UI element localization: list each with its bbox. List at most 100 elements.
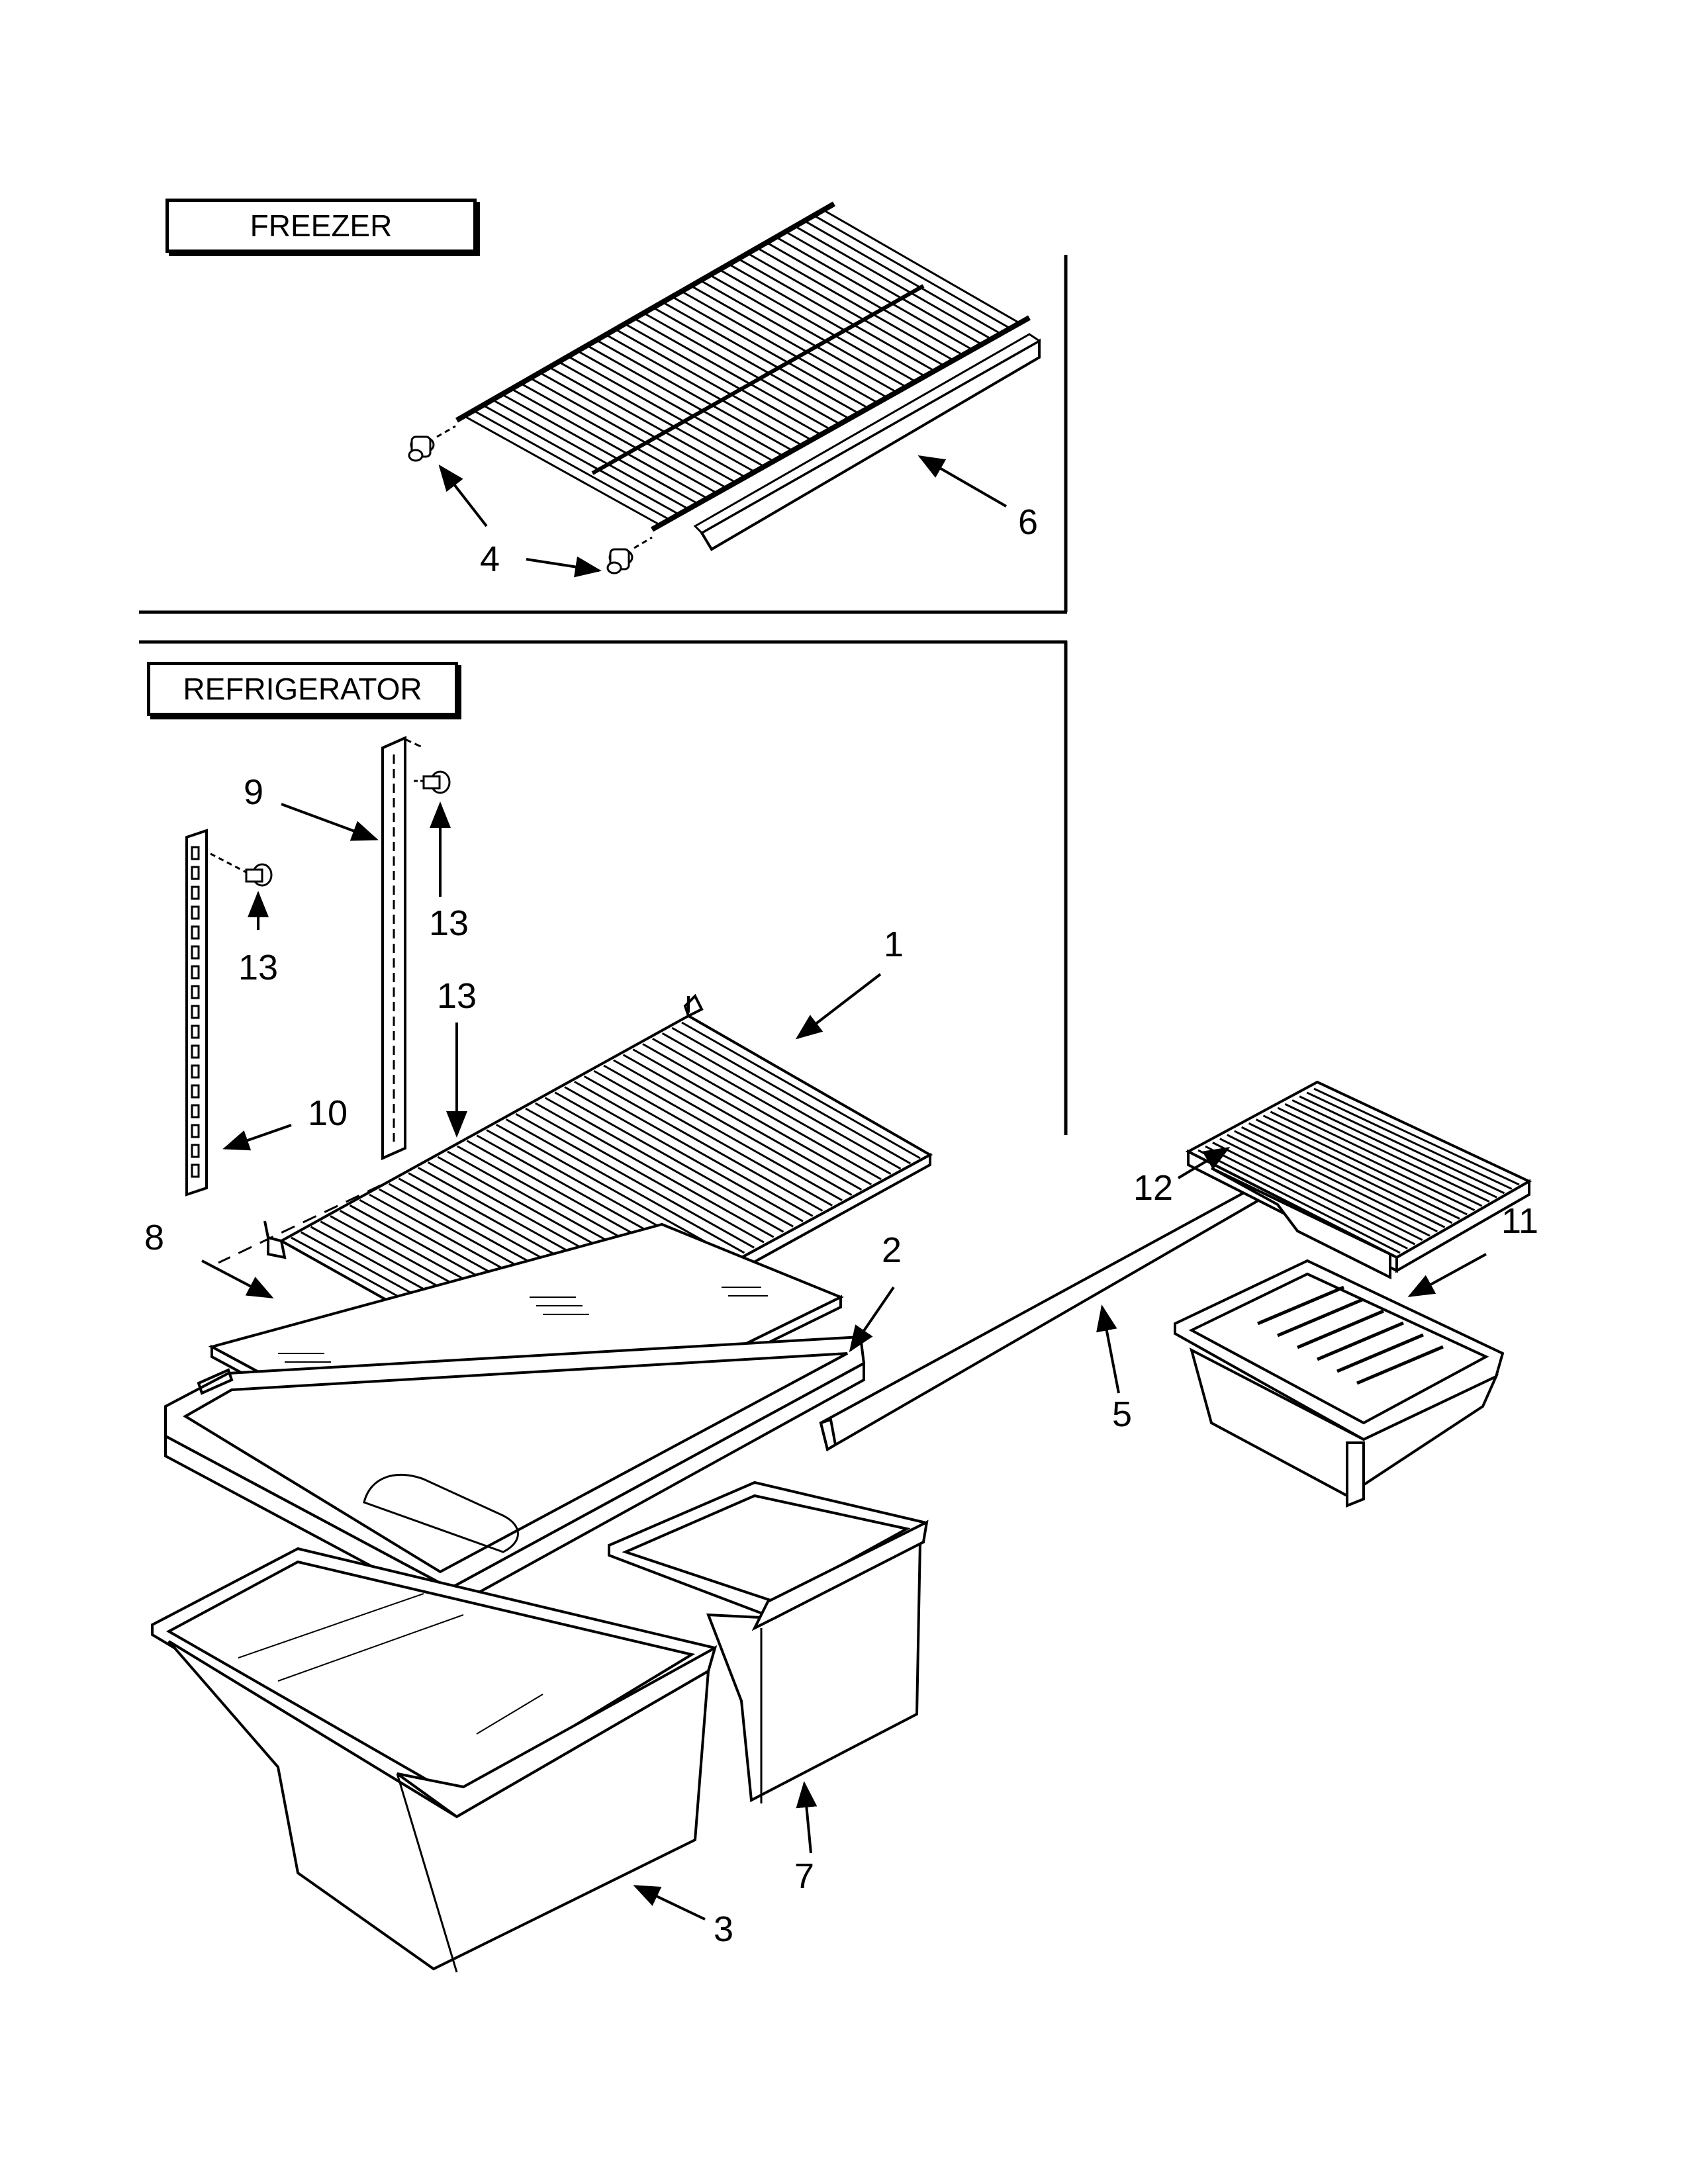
ladder-slot <box>191 965 200 979</box>
wire <box>1227 1134 1430 1237</box>
wire <box>681 1021 921 1160</box>
wire <box>1306 1091 1513 1190</box>
wire <box>1313 1087 1520 1186</box>
ladder-slot <box>191 1163 200 1178</box>
callout-9: 9 <box>244 772 264 812</box>
wire <box>710 274 906 388</box>
pan-rib <box>1277 1297 1364 1338</box>
wire <box>1212 1142 1416 1246</box>
freezer-shelf-wires <box>463 209 1020 525</box>
wire <box>776 236 973 351</box>
wire <box>642 1043 882 1181</box>
ladder-slot <box>191 1024 200 1039</box>
crisper-cover-frame <box>164 1335 866 1620</box>
wire <box>795 226 992 340</box>
ladder-slot <box>191 866 200 880</box>
wire <box>463 414 659 525</box>
wire <box>633 317 830 430</box>
wire <box>632 1048 872 1186</box>
wire <box>622 1054 863 1191</box>
wire <box>652 1038 892 1175</box>
wire <box>1277 1107 1483 1207</box>
pan-rib <box>1336 1333 1424 1373</box>
wire <box>577 349 773 462</box>
callout-11: 11 <box>1501 1201 1539 1241</box>
wire <box>567 355 764 467</box>
wire <box>1291 1099 1497 1199</box>
wire <box>728 263 925 377</box>
wire <box>613 1059 853 1196</box>
ladder-slot <box>191 886 200 900</box>
wire <box>1255 1118 1460 1220</box>
wire <box>662 301 859 414</box>
wire <box>564 1086 804 1222</box>
callout-8: 8 <box>144 1218 165 1257</box>
callout-10: 10 <box>308 1093 348 1133</box>
wire <box>1205 1145 1408 1250</box>
wire <box>767 242 963 356</box>
wire <box>1219 1138 1423 1242</box>
wire <box>747 252 945 367</box>
wire <box>1262 1115 1468 1216</box>
pan-rib <box>1317 1321 1404 1361</box>
wire <box>548 366 745 478</box>
wire <box>1197 1149 1401 1254</box>
shelf-stud-peg-upper <box>408 425 456 462</box>
wire <box>525 1107 765 1244</box>
ladder-slot <box>191 925 200 940</box>
wire <box>554 1091 794 1228</box>
callout-4: 4 <box>480 539 500 579</box>
ladder-slot <box>191 905 200 920</box>
wire <box>785 231 982 345</box>
shelf-ladder-slots <box>191 846 200 1178</box>
wire <box>520 382 716 494</box>
callout-12: 12 <box>1133 1168 1174 1208</box>
wire <box>643 312 840 425</box>
wire <box>472 409 669 520</box>
wire <box>614 328 812 441</box>
callout-13-top-right: 13 <box>429 903 469 943</box>
wire <box>671 1026 911 1165</box>
wire <box>586 344 783 457</box>
wire <box>1234 1130 1438 1233</box>
wire <box>690 285 887 398</box>
wire <box>510 387 707 499</box>
shelf-stud-peg-lower <box>606 536 653 574</box>
callout-13-bottom: 13 <box>437 976 477 1016</box>
freezer-section-frame <box>139 255 1068 614</box>
wire <box>605 334 802 446</box>
pan-rib <box>1257 1285 1344 1326</box>
leader-lines <box>201 455 1487 1921</box>
wire <box>596 339 792 451</box>
wire <box>505 1118 745 1254</box>
ladder-slot <box>191 1124 200 1138</box>
wire <box>804 220 1002 335</box>
wire <box>1284 1103 1490 1203</box>
meat-pan-drawer <box>1174 1259 1505 1508</box>
wire <box>515 1113 755 1249</box>
wire <box>624 323 821 435</box>
wire <box>539 371 735 483</box>
freezer-wire-shelf <box>455 201 1041 551</box>
pan-rib <box>1297 1309 1384 1349</box>
freezer-section-label: FREEZER <box>165 199 477 253</box>
wire <box>653 306 849 420</box>
ladder-slot <box>191 1005 200 1019</box>
wire <box>603 1064 843 1201</box>
ladder-slot <box>191 1144 200 1158</box>
wire <box>661 1032 902 1170</box>
refrigerator-section-frame <box>139 640 1068 1135</box>
wire <box>1248 1122 1453 1224</box>
wire <box>1299 1095 1505 1195</box>
ladder-slot <box>191 1104 200 1118</box>
wire <box>823 209 1020 324</box>
wire <box>1270 1111 1476 1211</box>
pan-rib <box>1356 1345 1444 1385</box>
callout-3: 3 <box>714 1909 734 1949</box>
pan-cover-wires <box>1197 1087 1520 1254</box>
wire <box>814 214 1011 330</box>
callout-7: 7 <box>794 1856 815 1896</box>
refrigerator-section-label: REFRIGERATOR <box>147 662 458 716</box>
callout-6: 6 <box>1018 502 1039 542</box>
